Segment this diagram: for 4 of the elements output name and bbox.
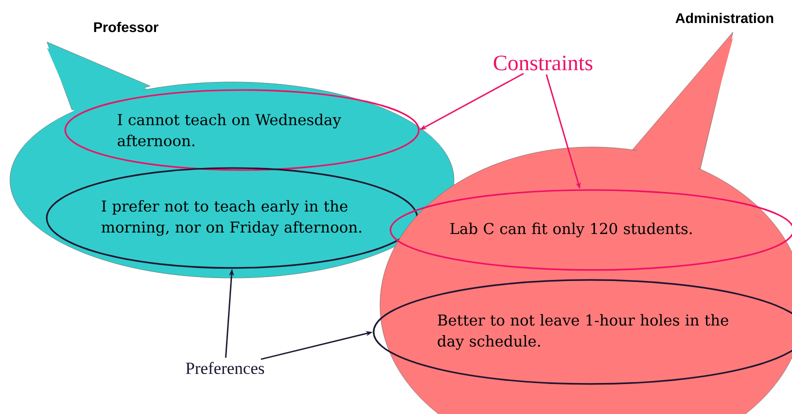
heading: Professor bbox=[94, 22, 158, 32]
heading: Administration bbox=[676, 12, 774, 24]
callout-text: Preferences bbox=[186, 362, 264, 374]
callout-text: Constraints bbox=[494, 56, 592, 70]
